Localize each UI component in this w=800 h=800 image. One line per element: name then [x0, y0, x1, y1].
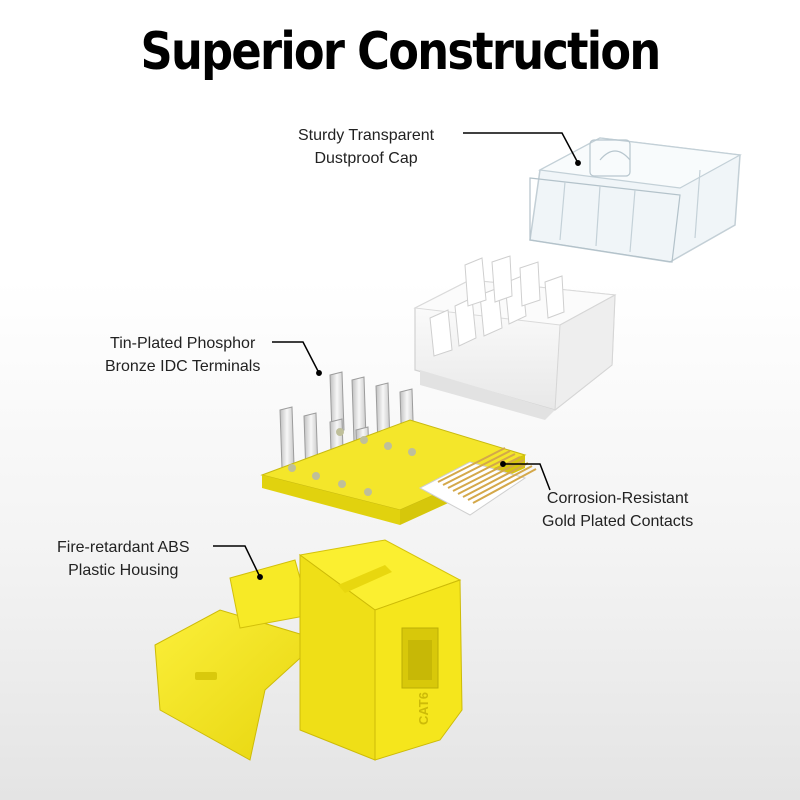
terminals-callout-line2: Bronze IDC Terminals: [105, 358, 261, 375]
cap-leader-line: [463, 132, 579, 164]
housing-callout-line2: Plastic Housing: [68, 562, 179, 579]
cap-callout-line2: Dustproof Cap: [314, 150, 418, 167]
contacts-leader-line: [503, 463, 551, 491]
cat6-marking: CAT6: [416, 692, 431, 725]
housing-callout: Fire-retardant ABS Plastic Housing: [57, 536, 190, 582]
cap-callout-line1: Sturdy Transparent: [298, 127, 435, 144]
contacts-callout-line2: Gold Plated Contacts: [542, 513, 694, 530]
leader-lines: [213, 132, 581, 580]
cap-leader-dot: [575, 160, 581, 166]
terminals-callout: Tin-Plated Phosphor Bronze IDC Terminals: [105, 332, 260, 378]
abs-housing: [154, 539, 463, 761]
idc-block: [413, 255, 617, 420]
terminals-callout-line1: Tin-Plated Phosphor: [110, 335, 256, 352]
contacts-callout-line1: Corrosion-Resistant: [546, 490, 689, 507]
terminals-leader-line: [272, 341, 320, 374]
contacts-callout: Corrosion-Resistant Gold Plated Contacts: [542, 487, 693, 533]
cap-callout: Sturdy Transparent Dustproof Cap: [298, 124, 434, 170]
housing-leader-dot: [257, 574, 263, 580]
contacts-leader-dot: [500, 461, 506, 467]
page-title: Superior Construction: [140, 22, 661, 82]
gold-contacts: [418, 447, 537, 516]
dustproof-cap: [529, 137, 742, 263]
housing-leader-line: [213, 545, 261, 578]
terminals-leader-dot: [316, 370, 322, 376]
housing-callout-line1: Fire-retardant ABS: [57, 539, 190, 556]
